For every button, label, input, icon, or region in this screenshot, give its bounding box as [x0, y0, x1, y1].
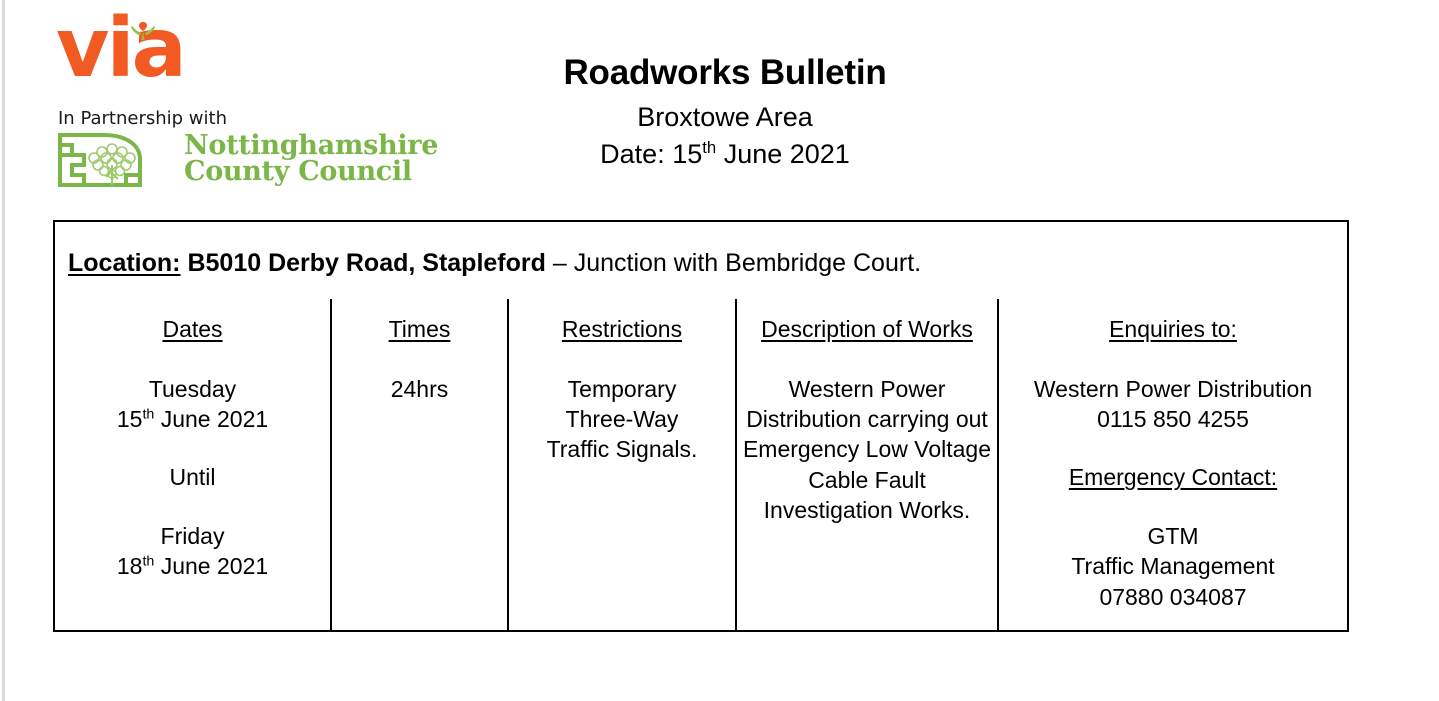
- column-body-description: Western Power Distribution carrying out …: [742, 375, 992, 524]
- times-value: 24hrs: [390, 375, 449, 402]
- end-date-num: 18: [116, 553, 143, 580]
- column-dates: Dates Tuesday 15th June 2021 Until Frida…: [55, 299, 330, 630]
- column-restrictions: Restrictions Temporary Three-Way Traffic…: [507, 299, 735, 630]
- column-header-description: Description of Works: [761, 316, 973, 342]
- emergency-org: GTM: [1147, 522, 1199, 549]
- end-date-block: Friday 18th June 2021: [59, 521, 326, 582]
- page-edge-line: [2, 0, 5, 701]
- title-block: Roadworks Bulletin Broxtowe Area Date: 1…: [430, 52, 1020, 172]
- end-date-ordinal: th: [142, 553, 155, 570]
- via-logo-wordmark: via: [56, 1, 187, 96]
- start-date-num: 15: [116, 406, 143, 433]
- enquiries-phone: 0115 850 4255: [1097, 406, 1249, 433]
- column-header-times: Times: [388, 316, 451, 342]
- column-body-restrictions: Temporary Three-Way Traffic Signals.: [513, 374, 731, 465]
- nottinghamshire-county-council-logo: Nottinghamshire County Council: [56, 128, 438, 190]
- column-header-restrictions: Restrictions: [561, 316, 683, 342]
- bulletin-date-prefix: Date: 15: [600, 138, 703, 169]
- column-body-enquiries: Western Power Distribution 0115 850 4255…: [1003, 374, 1343, 612]
- column-body-dates: Tuesday 15th June 2021 Until Friday 18th…: [59, 374, 326, 582]
- location-detail: – Junction with Bembridge Court.: [552, 249, 922, 277]
- ncc-tree-emblem-icon: [58, 133, 142, 187]
- location-label: Location:: [68, 249, 181, 277]
- start-date-rest: June 2021: [154, 406, 269, 433]
- area-subtitle: Broxtowe Area: [637, 102, 813, 133]
- document-header: via In Partnership with: [0, 0, 1439, 205]
- start-day: Tuesday: [148, 375, 237, 402]
- emergency-phone: 07880 034087: [1099, 583, 1247, 610]
- council-name-line2: County Council: [184, 156, 412, 187]
- column-body-times: 24hrs: [336, 374, 503, 404]
- bulletin-date: Date: 15th June 2021: [430, 136, 1020, 172]
- restrictions-line-3: Traffic Signals.: [546, 436, 698, 463]
- emergency-contact-header: Emergency Contact:: [1068, 464, 1278, 491]
- end-date-rest: June 2021: [154, 553, 269, 580]
- enquiries-primary-contact: Western Power Distribution 0115 850 4255: [1003, 374, 1343, 435]
- column-description: Description of Works Western Power Distr…: [735, 299, 997, 630]
- columns-row: Dates Tuesday 15th June 2021 Until Frida…: [55, 299, 1347, 630]
- start-date-ordinal: th: [142, 406, 155, 423]
- bulletin-date-suffix: June 2021: [716, 138, 850, 169]
- enquiries-org: Western Power Distribution: [1033, 375, 1313, 402]
- partnership-label: In Partnership with: [58, 108, 227, 129]
- location-line: Location: B5010 Derby Road, Stapleford –…: [68, 249, 921, 278]
- roadworks-table: Location: B5010 Derby Road, Stapleford –…: [53, 220, 1349, 632]
- emergency-org-secondary: Traffic Management: [1071, 553, 1275, 580]
- column-times: Times 24hrs: [330, 299, 507, 630]
- restrictions-line-1: Temporary: [567, 375, 677, 402]
- column-enquiries: Enquiries to: Western Power Distribution…: [997, 299, 1347, 630]
- via-logo: via: [56, 8, 206, 96]
- end-day: Friday: [160, 522, 225, 549]
- bulletin-date-ordinal: th: [702, 137, 717, 157]
- end-date: 18th June 2021: [59, 551, 326, 581]
- council-name-line1: Nottinghamshire: [184, 129, 439, 161]
- emergency-contact-details: GTM Traffic Management 07880 034087: [1003, 521, 1343, 612]
- location-road: B5010 Derby Road, Stapleford: [187, 249, 546, 277]
- council-name: Nottinghamshire County Council: [184, 129, 439, 187]
- column-header-dates: Dates: [162, 316, 223, 342]
- location-row: Location: B5010 Derby Road, Stapleford –…: [55, 222, 1347, 299]
- column-header-enquiries: Enquiries to:: [1109, 316, 1237, 342]
- start-date-block: Tuesday 15th June 2021: [59, 374, 326, 435]
- via-logo-crown-icon: [131, 22, 155, 40]
- page-title: Roadworks Bulletin: [563, 53, 887, 92]
- start-date: 15th June 2021: [59, 404, 326, 434]
- date-connector: Until: [169, 464, 216, 491]
- restrictions-line-2: Three-Way: [565, 406, 679, 433]
